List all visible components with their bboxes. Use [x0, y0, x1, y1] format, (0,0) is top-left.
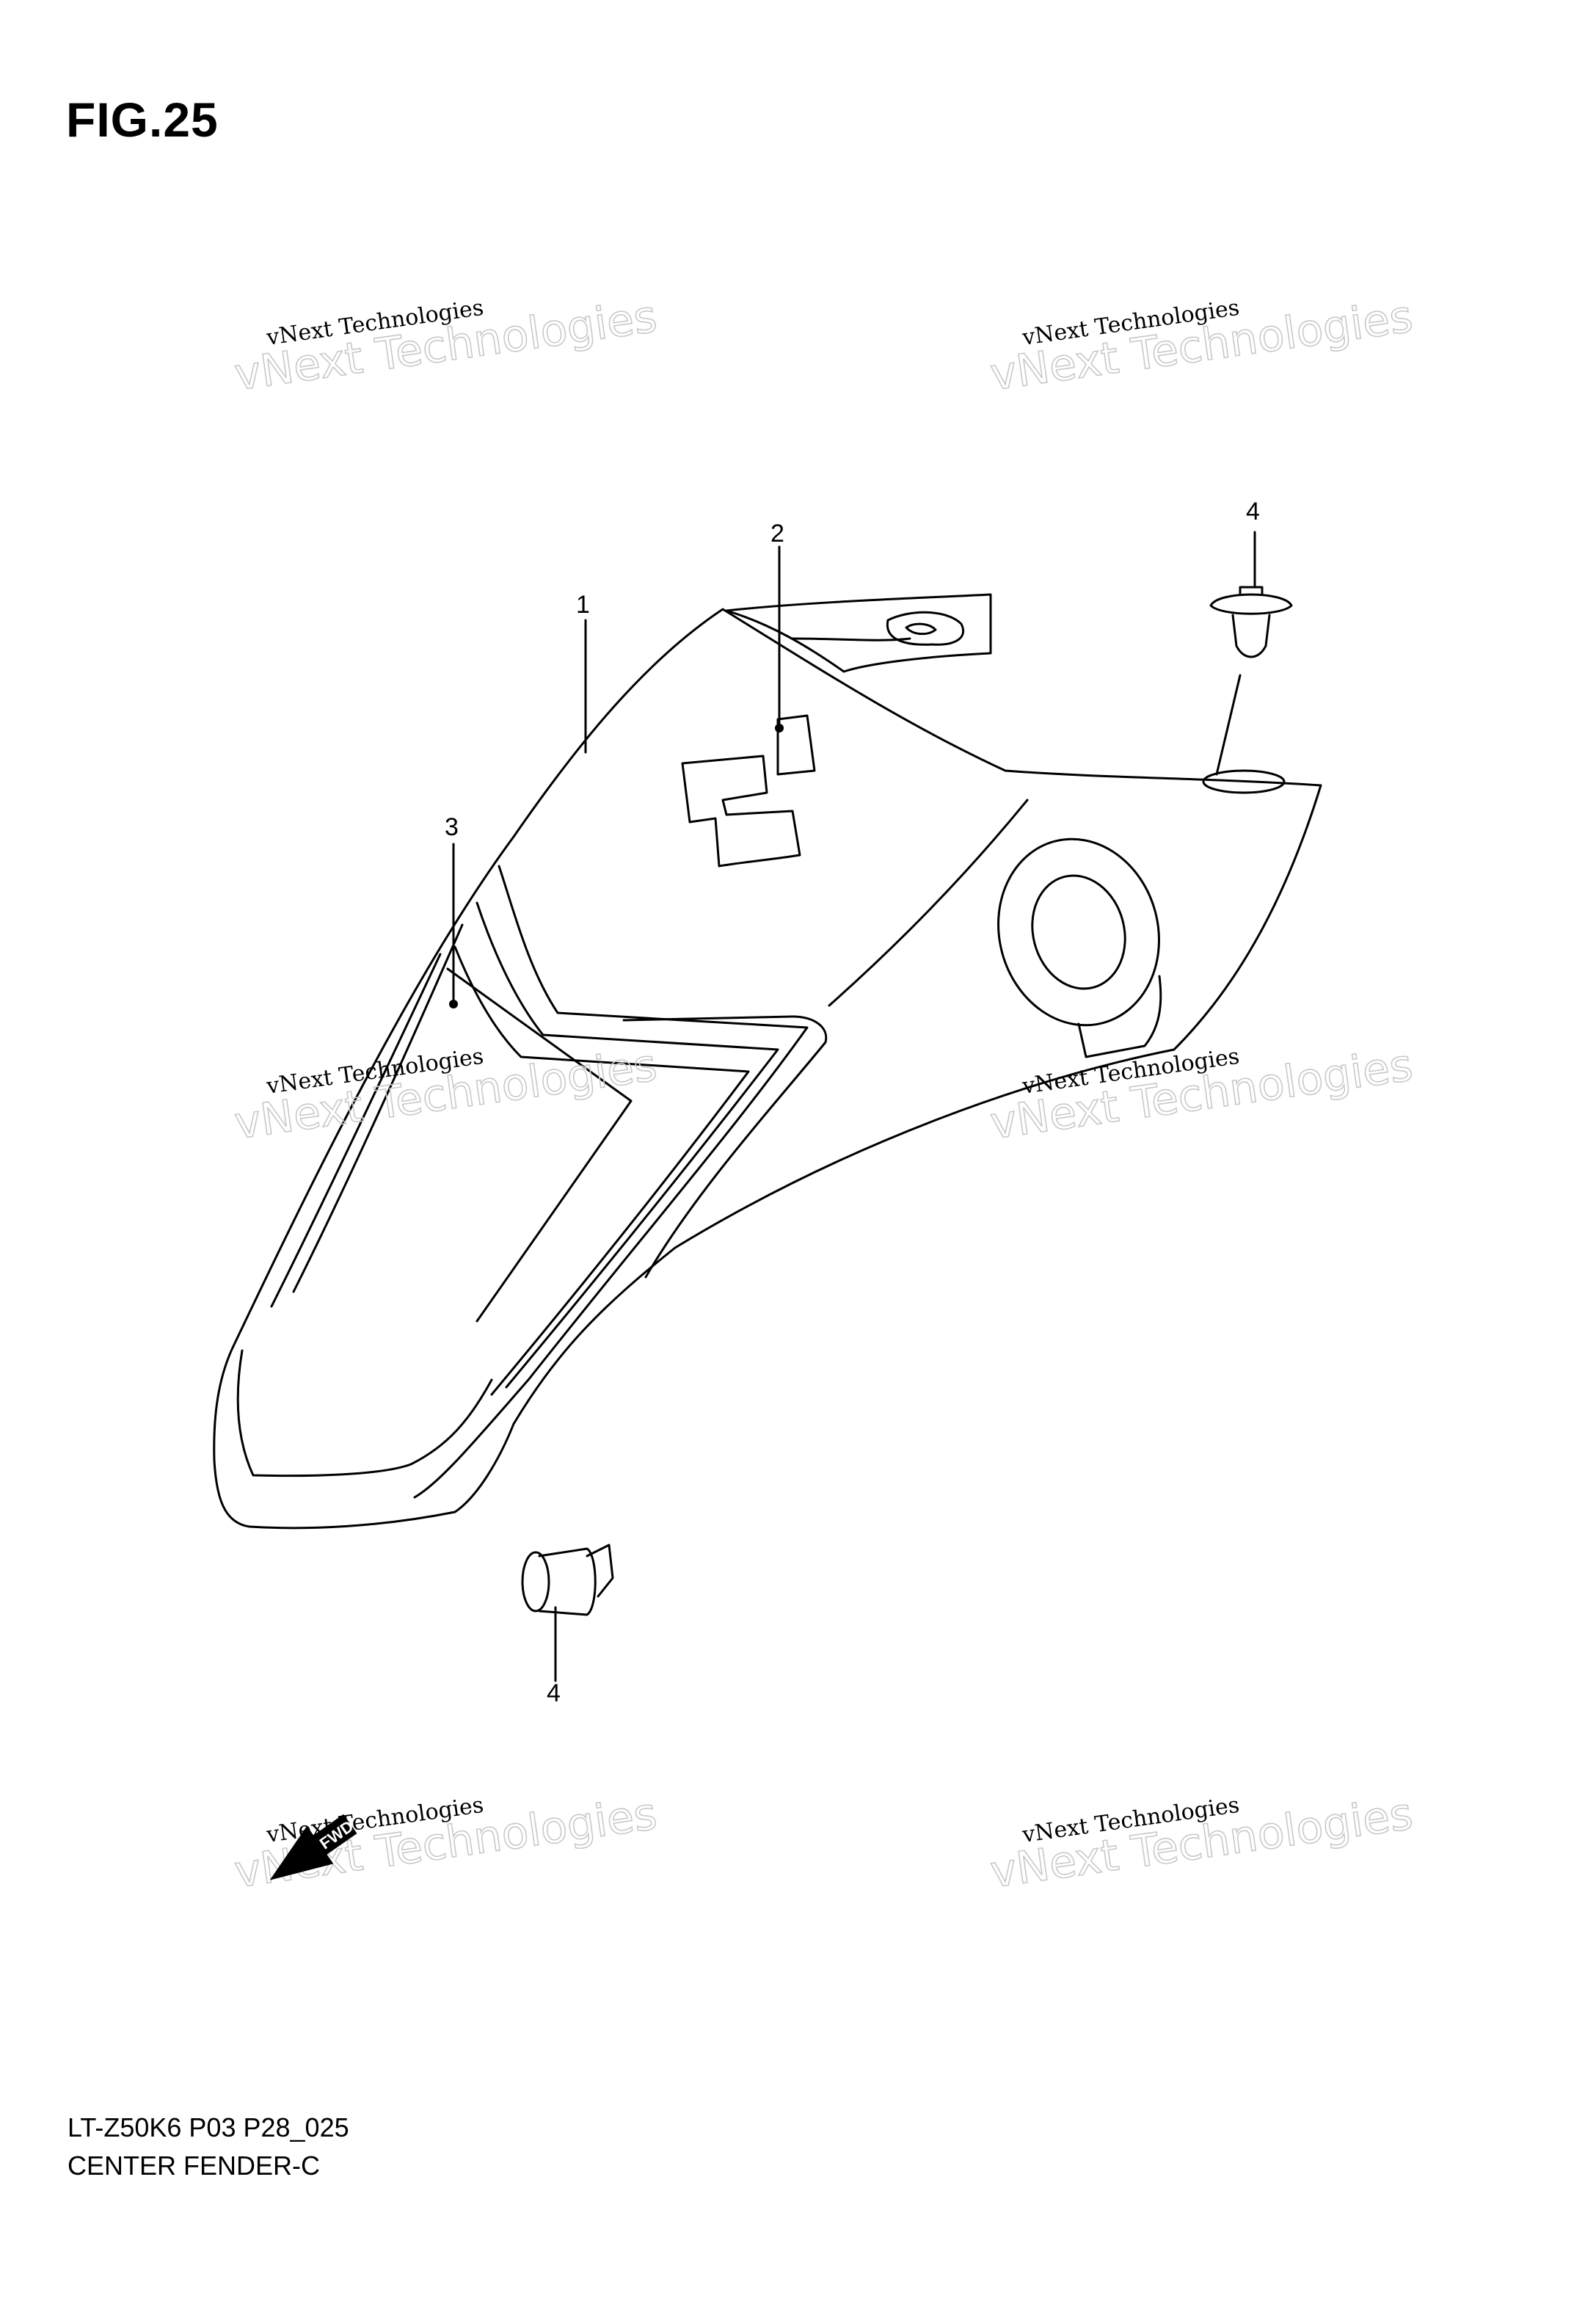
- clip-fastener-top: [1209, 586, 1293, 658]
- s-emblem-decal: [681, 755, 801, 868]
- stripe-decal-inner-v: [446, 967, 633, 1323]
- callout-3: 3: [445, 813, 459, 841]
- watermark-mid-right: vNext Technologies vNext Technologies: [987, 1039, 1416, 1150]
- footer-section-name: CENTER FENDER-C: [68, 2151, 321, 2181]
- fender-slot: [886, 611, 964, 646]
- fender-rear-ledge-inner: [791, 637, 911, 641]
- watermark-top-left: vNext Technologies vNext Technologies: [231, 290, 660, 401]
- fender-mount-hole: [1202, 769, 1286, 794]
- fender-rear-ledge: [725, 593, 992, 673]
- stripe-decal-outer: [413, 865, 809, 1499]
- fender-top-crease: [622, 1015, 828, 1279]
- leader-dot-2: [775, 724, 784, 733]
- watermark-bottom-left: vNext Technologies vNext Technologies: [231, 1787, 660, 1899]
- footer-model-code: LT-Z50K6 P03 P28_025: [68, 2112, 349, 2142]
- watermark-top-right: vNext Technologies vNext Technologies: [987, 290, 1416, 401]
- fender-ring-tab: [1077, 975, 1162, 1058]
- center-fender-body: [213, 608, 1322, 1530]
- fender-ring-inner: [1031, 874, 1126, 990]
- clip-fastener-bottom: [521, 1544, 614, 1616]
- stripe-decal-line-3: [453, 945, 750, 1396]
- callout-4-bottom: 4: [547, 1679, 561, 1707]
- stripe-decal-left-edge: [270, 953, 442, 1308]
- callout-4-top: 4: [1246, 498, 1260, 526]
- stripe-decal-left-edge-2: [292, 923, 464, 1293]
- fender-slot-inner: [905, 622, 937, 636]
- watermark-bottom-right: vNext Technologies vNext Technologies: [987, 1787, 1416, 1899]
- stripe-decal-line-2: [475, 901, 779, 1389]
- callout-1: 1: [576, 591, 590, 619]
- fender-ring-outer: [997, 837, 1160, 1027]
- figure-title: FIG.25: [66, 92, 219, 147]
- s-emblem-decal-right: [776, 714, 816, 776]
- fender-inner-edge: [236, 1349, 493, 1477]
- watermark-mid-left: vNext Technologies vNext Technologies: [231, 1039, 660, 1150]
- leader-line-4-top-b: [1215, 674, 1242, 776]
- callout-2: 2: [770, 520, 784, 548]
- leader-dot-3: [449, 1000, 458, 1008]
- fender-side-panel: [828, 799, 1029, 1007]
